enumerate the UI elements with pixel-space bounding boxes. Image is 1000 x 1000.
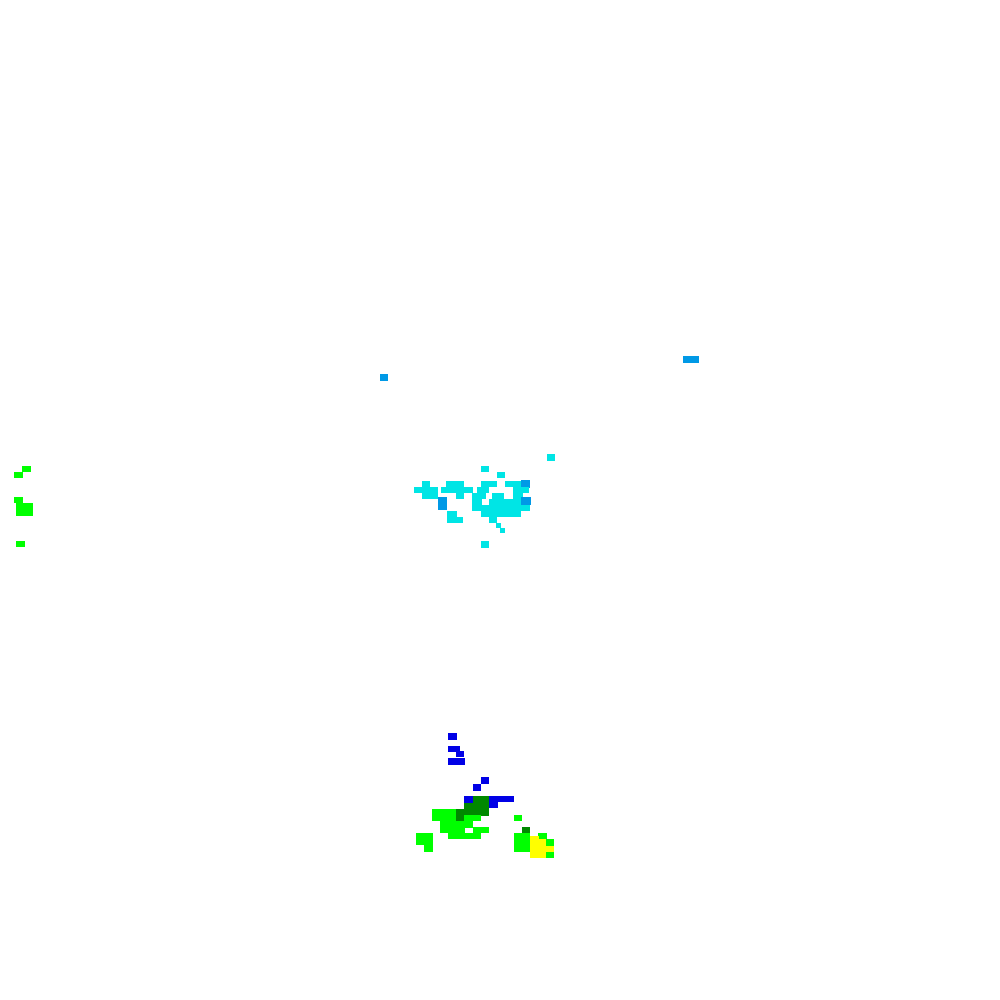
radar-echo-pixel [481,541,489,548]
radar-echo-pixel [16,503,33,516]
radar-echo-pixel [547,454,555,461]
radar-echo-pixel [456,809,489,816]
radar-echo-pixel [498,796,514,802]
radar-echo-pixel [424,845,433,852]
radar-echo-pixel [489,499,521,505]
radar-echo-pixel [22,466,31,472]
radar-echo-pixel [683,356,699,363]
radar-echo-pixel [16,541,25,547]
radar-echo-pixel [500,528,505,533]
radar-echo-pixel [538,833,547,839]
radar-echo-pixel [432,809,457,816]
isolated-light-blue-echoes [380,356,699,381]
radar-echo-pixel [481,466,489,472]
radar-echo-pixel [489,802,498,808]
radar-echo-pixel [416,839,433,845]
radar-echo-pixel [448,746,460,752]
radar-echo-pixel [473,784,481,791]
radar-echo-pixel [546,852,554,858]
radar-echo-pixel [440,827,465,833]
radar-echo-pixel [546,846,554,852]
radar-echo-pixel [456,815,464,821]
southern-green-echo-cluster [416,733,554,858]
radar-echo-pixel [514,839,530,852]
radar-echo-pixel [505,481,521,487]
radar-echo-pixel [481,481,497,487]
radar-echo-pixel [464,815,481,821]
radar-echo-pixel [546,839,554,846]
radar-echo-pixel [464,796,473,803]
radar-echo-pixel [514,815,522,821]
radar-echo-pixel [14,497,23,503]
radar-echo-pixel [422,493,438,499]
radar-echo-pixel [521,480,530,488]
radar-echo-pixel [513,493,523,499]
radar-echo-pixel [489,796,498,803]
radar-echo-pixel [497,472,505,478]
western-green-echo-fragments [14,466,33,547]
radar-echo-pixel [481,511,521,517]
radar-echo-pixel [414,487,438,493]
radar-echo-pixel [438,497,447,510]
radar-echo-pixel [432,815,456,821]
radar-echo-pixel [464,803,489,810]
radar-echo-pixel [447,511,457,517]
radar-echo-pixel [521,497,531,505]
radar-echo-pixel [440,821,473,828]
radar-echo-pixel [448,733,457,740]
radar-echo-pixel [513,487,529,493]
radar-echo-pixel [477,487,489,493]
radar-echo-pixel [538,839,547,858]
radar-echo-pixel [446,481,464,487]
radar-echo-pixel [489,517,497,523]
radar-echo-pixel [448,833,481,839]
radar-echo-pixel [522,827,530,833]
radar-echo-pixel [456,493,464,499]
radar-echo-pixel [472,505,530,511]
radar-echo-pixel [473,796,489,803]
radar-echo-pixel [441,487,473,493]
radar-echo-pixel [448,758,465,765]
radar-echo-pixel [422,481,430,487]
radar-echo-pixel [472,493,486,499]
radar-echo-pixel [456,751,464,757]
radar-echo-pixel [530,836,539,858]
radar-echo-pixel [416,833,433,839]
radar-echo-pixel [447,517,463,523]
central-cyan-echo-cluster [414,454,555,548]
radar-echo-pixel [380,374,388,381]
radar-echo-pixel [473,827,489,833]
radar-echo-pixel [514,833,530,839]
radar-echo-pixel [472,499,482,505]
radar-echo-pixel [496,523,501,528]
radar-echo-pixel [492,493,504,499]
radar-echo-pixel [14,472,23,478]
radar-echo-pixel [481,777,489,784]
